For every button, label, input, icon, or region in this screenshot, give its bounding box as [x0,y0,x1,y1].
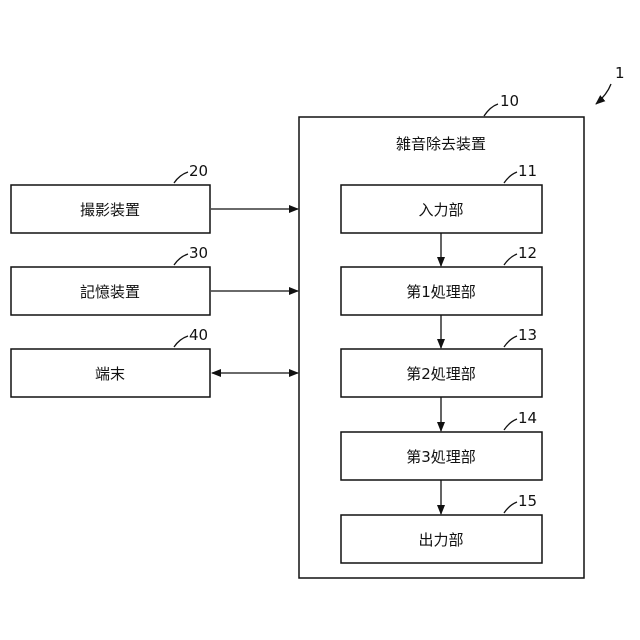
unit-box-12-ref: 12 [518,244,537,262]
external-box-40: 端末 40 [11,326,210,397]
unit-box-11-leader [504,172,517,183]
unit-box-14-ref: 14 [518,409,537,427]
external-box-40-ref: 40 [189,326,208,344]
unit-box-15-leader [504,502,517,513]
external-box-20: 撮影装置 20 [11,162,210,233]
unit-box-13-ref: 13 [518,326,537,344]
system-ref-arrow [596,84,611,104]
external-box-20-label: 撮影装置 [80,201,140,219]
unit-box-11-ref: 11 [518,162,537,180]
unit-box-15-ref: 15 [518,492,537,510]
unit-box-13-leader [504,336,517,347]
system-ref-number: 1 [615,64,625,82]
external-box-30-ref: 30 [189,244,208,262]
unit-box-11: 入力部 11 [341,162,542,233]
unit-box-13-label: 第2処理部 [406,365,476,383]
unit-box-14-leader [504,419,517,430]
unit-box-15-label: 出力部 [418,531,463,549]
external-box-30-label: 記憶装置 [80,283,140,301]
system-ref: 1 [596,64,625,104]
external-box-30: 記憶装置 30 [11,244,210,315]
external-box-20-leader [174,172,188,183]
external-box-20-ref: 20 [189,162,208,180]
unit-box-11-label: 入力部 [418,201,463,219]
device-ref-leader [484,104,498,116]
unit-box-14-label: 第3処理部 [406,448,476,466]
external-box-30-leader [174,254,188,265]
device-ref-number: 10 [500,92,519,110]
device-title: 雑音除去装置 [396,135,486,153]
unit-box-12-label: 第1処理部 [406,283,476,301]
unit-box-12-leader [504,254,517,265]
external-box-40-label: 端末 [95,365,125,383]
external-box-40-leader [174,336,188,347]
